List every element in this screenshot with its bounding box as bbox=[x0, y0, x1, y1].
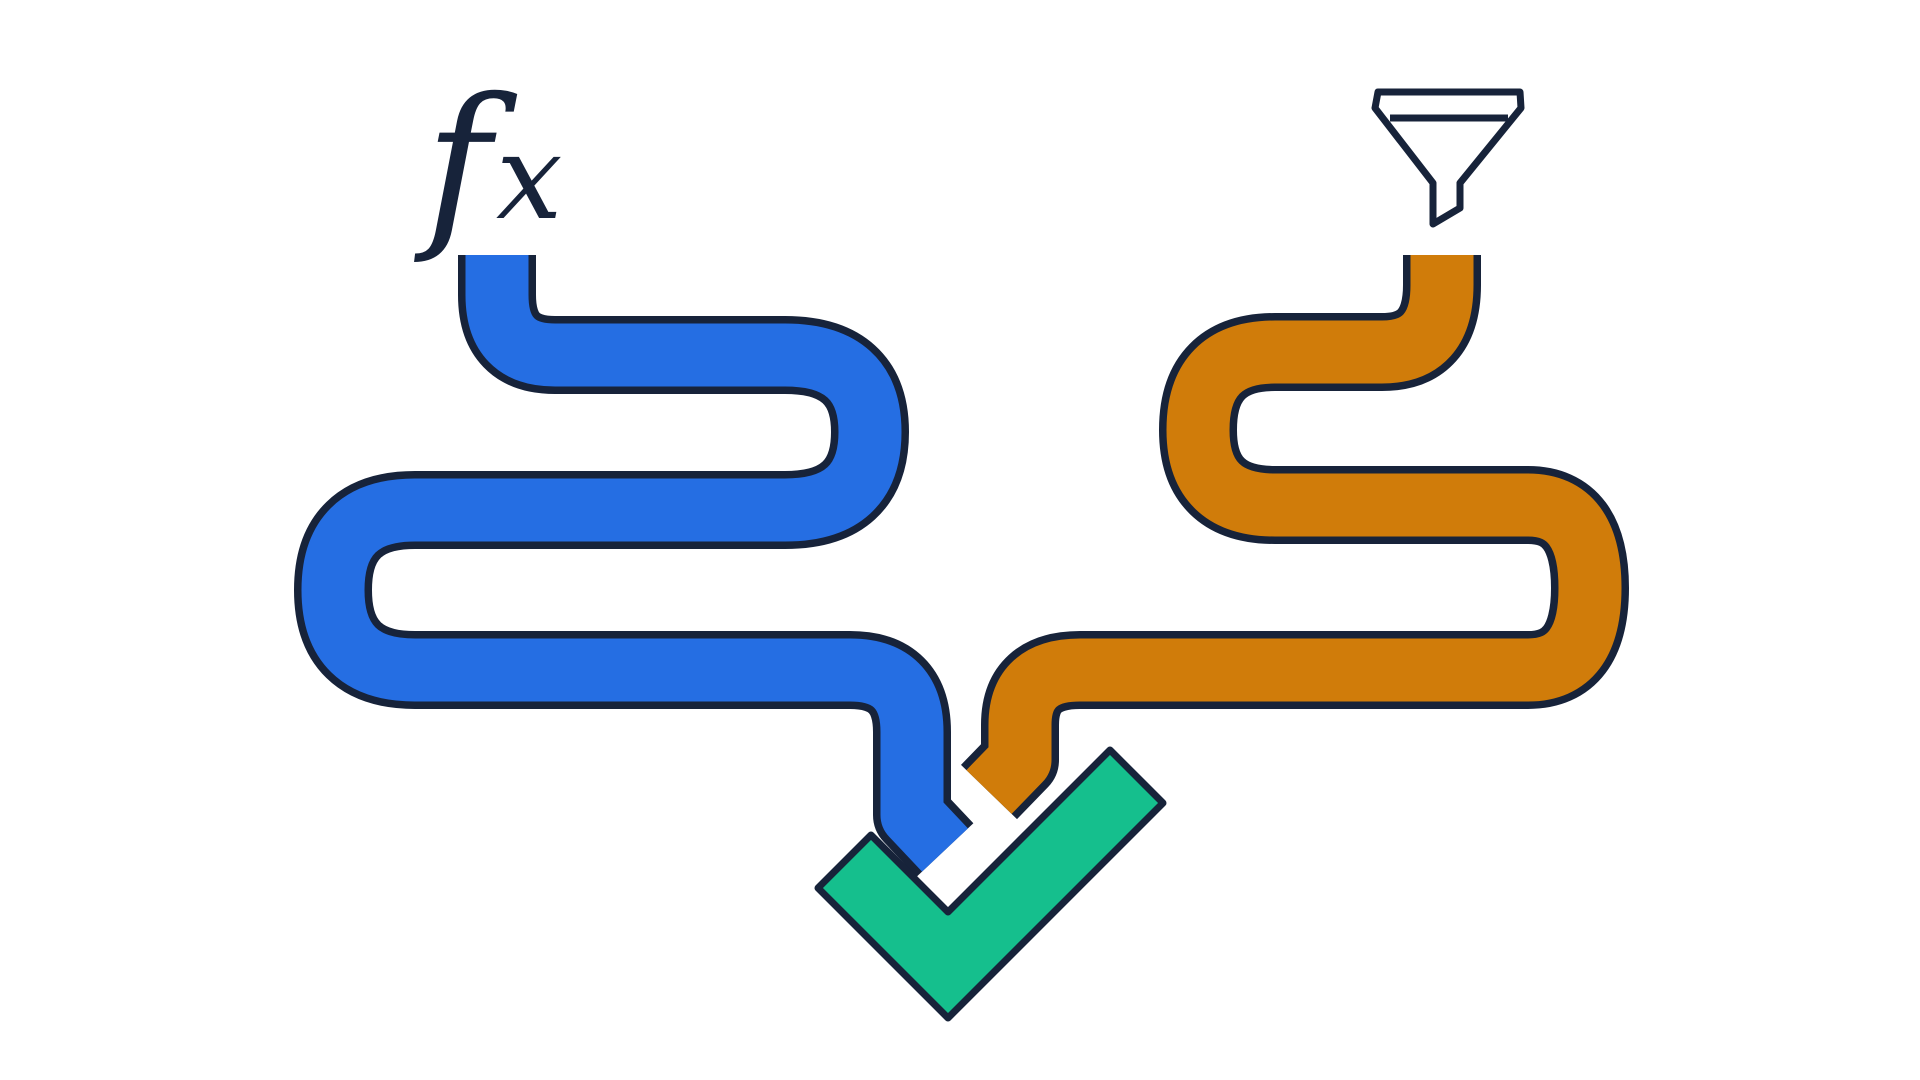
checkmark-shape bbox=[814, 746, 1167, 1022]
left-pipe-fill bbox=[301, 255, 968, 872]
right-pipe-fill bbox=[966, 253, 1622, 814]
left-pipe bbox=[294, 255, 974, 877]
formula-x-glyph: x bbox=[496, 108, 563, 246]
right-pipe bbox=[960, 246, 1629, 820]
checkmark-icon bbox=[814, 746, 1167, 1022]
funnel-icon bbox=[1371, 88, 1525, 228]
